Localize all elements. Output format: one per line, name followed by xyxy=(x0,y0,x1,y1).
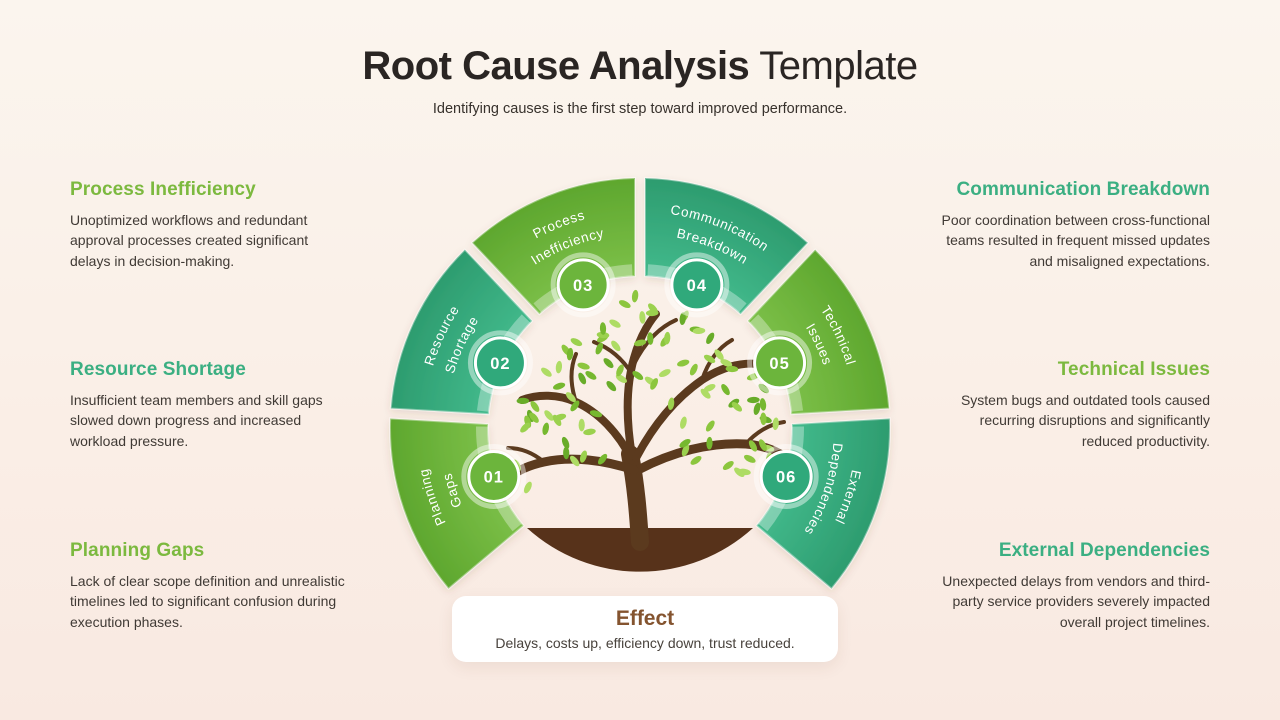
segment-badge-process-inefficiency: 03 xyxy=(550,252,616,318)
segment-badge-communication-breakdown: 04 xyxy=(664,252,730,318)
segment-badge-resource-shortage: 02 xyxy=(467,330,533,396)
badge-number: 06 xyxy=(776,468,796,486)
badge-number: 03 xyxy=(573,277,593,295)
cause-block-process-inefficiency: Process Inefficiency Unoptimized workflo… xyxy=(70,179,348,271)
effect-title: Effect xyxy=(615,607,675,630)
cause-title: External Dependencies xyxy=(998,540,1210,561)
badge-halo xyxy=(747,330,813,396)
cause-block-planning-gaps: Planning Gaps Lack of clear scope defini… xyxy=(70,540,348,632)
badge-number: 05 xyxy=(769,355,789,373)
ring-svg: PlanningGapsResourceShortageProcessIneff… xyxy=(389,177,891,591)
tree-branches xyxy=(503,310,786,551)
badge-circle xyxy=(467,449,521,503)
cause-description: Poor coordination between cross-function… xyxy=(941,212,1211,269)
ring-badges: 01 02 03 04 05 06 xyxy=(461,252,819,509)
page-title-light: Template xyxy=(759,44,918,88)
badge-circle xyxy=(670,258,724,312)
segment-badge-planning-gaps: 01 xyxy=(461,443,527,509)
badge-number: 02 xyxy=(490,355,510,373)
badge-number: 01 xyxy=(484,468,504,486)
badge-halo xyxy=(467,330,533,396)
tree-icon xyxy=(503,289,786,572)
badge-halo xyxy=(664,252,730,318)
badge-halo xyxy=(461,443,527,509)
cause-block-external-dependencies: External Dependencies Unexpected delays … xyxy=(932,540,1210,632)
badge-circle xyxy=(759,449,813,503)
cause-title: Resource Shortage xyxy=(70,359,246,380)
segment-badge-technical-issues: 05 xyxy=(747,330,813,396)
cause-block-technical-issues: Technical Issues System bugs and outdate… xyxy=(932,359,1210,451)
page-subtitle: Identifying causes is the first step tow… xyxy=(432,101,848,117)
cause-title: Technical Issues xyxy=(1057,359,1210,380)
badge-number: 04 xyxy=(687,277,707,295)
badge-halo xyxy=(753,443,819,509)
badge-circle xyxy=(556,258,610,312)
badge-circle xyxy=(473,336,527,390)
cause-title: Process Inefficiency xyxy=(70,179,256,200)
cause-description: Lack of clear scope definition and unrea… xyxy=(70,573,345,630)
page-title-bold: Root Cause Analysis xyxy=(362,44,750,88)
effect-description: Delays, costs up, efficiency down, trust… xyxy=(495,635,795,651)
cause-description: Unoptimized workflows and redundant appr… xyxy=(70,212,309,269)
cause-title: Communication Breakdown xyxy=(956,179,1210,200)
cause-description: System bugs and outdated tools caused re… xyxy=(960,392,1210,449)
segment-badge-external-dependencies: 06 xyxy=(753,443,819,509)
cause-block-resource-shortage: Resource Shortage Insufficient team memb… xyxy=(70,359,348,451)
cause-block-communication-breakdown: Communication Breakdown Poor coordinatio… xyxy=(932,179,1211,271)
badge-halo xyxy=(550,252,616,318)
cause-title: Planning Gaps xyxy=(70,540,205,561)
effect-card: Effect Delays, costs up, efficiency down… xyxy=(452,596,838,662)
cause-description: Insufficient team members and skill gaps… xyxy=(70,392,323,449)
badge-circle xyxy=(753,336,807,390)
cause-description: Unexpected delays from vendors and third… xyxy=(942,573,1210,630)
